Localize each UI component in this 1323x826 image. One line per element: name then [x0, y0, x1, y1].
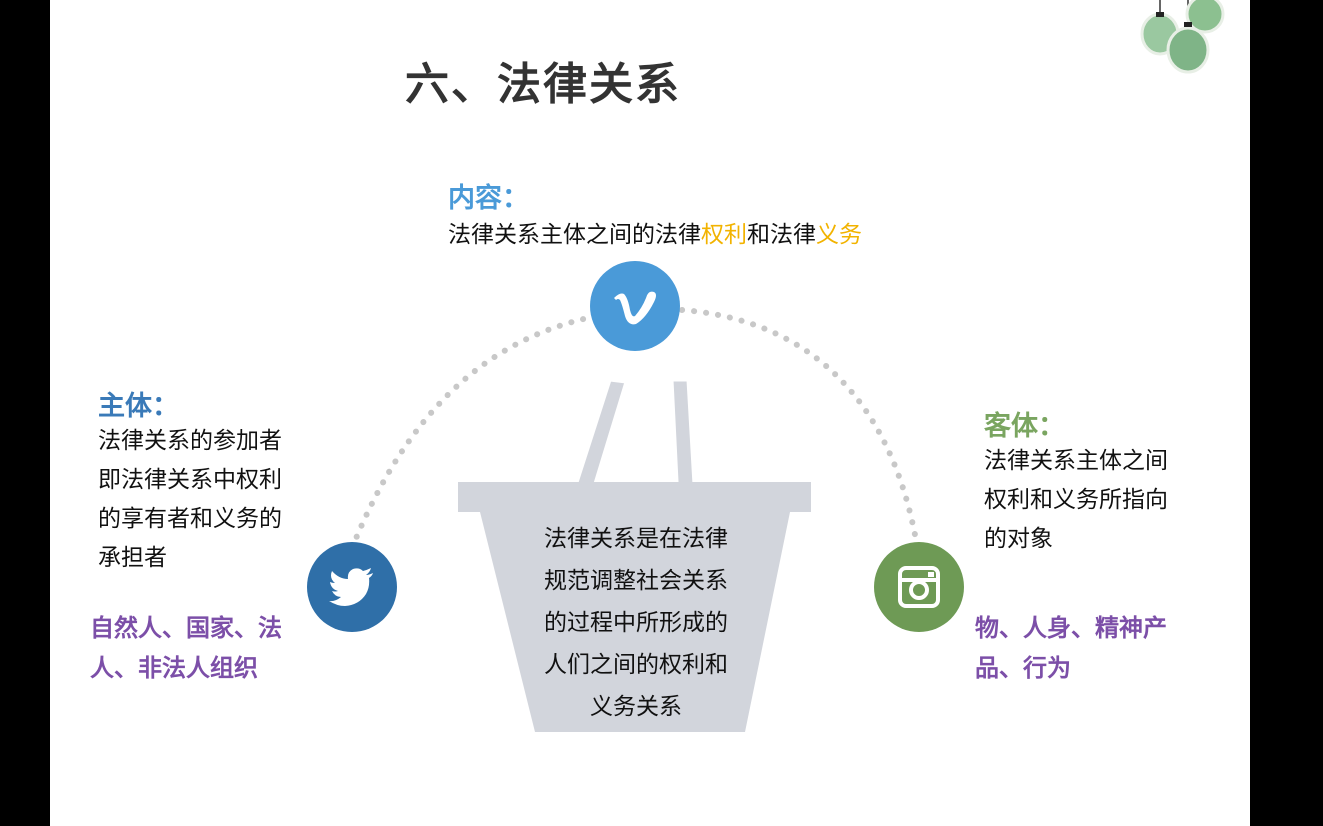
basket-definition: 法律关系是在法律 规范调整社会关系 的过程中所形成的 人们之间的权利和 义务关系	[520, 518, 752, 728]
basket-icon	[458, 378, 811, 732]
basket-line-3: 的过程中所形成的	[544, 610, 728, 636]
basket-line-2: 规范调整社会关系	[544, 568, 728, 594]
subject-line-2: 即法律关系中权利	[98, 467, 282, 493]
basket-line-4: 人们之间的权利和	[544, 652, 728, 678]
content-heading-text: 内容：	[448, 183, 529, 214]
subject-description: 法律关系的参加者 即法律关系中权利 的享有者和义务的 承担者	[98, 422, 338, 578]
slide: 六、法律关系 内容： 法律关系主体之间的法律权利和法律义务 主体： 法律关系的参…	[50, 0, 1250, 826]
highlight-rights: 权利	[701, 222, 747, 248]
twitter-bird-icon	[329, 568, 373, 606]
circle-content	[590, 261, 680, 351]
page-title: 六、法律关系	[405, 59, 681, 110]
object-description: 法律关系主体之间 权利和义务所指向 的对象	[984, 442, 1224, 559]
subject-example-line-1: 自然人、国家、法	[90, 614, 282, 642]
object-line-2: 权利和义务所指向	[984, 487, 1168, 513]
subject-heading: 主体：	[98, 391, 179, 422]
arc-right	[679, 307, 919, 543]
object-heading: 客体：	[984, 411, 1065, 442]
object-line-1: 法律关系主体之间	[984, 448, 1168, 474]
circle-subject	[307, 542, 397, 632]
basket-line-5: 义务关系	[590, 694, 682, 720]
content-text-before: 法律关系主体之间的法律	[448, 222, 701, 248]
content-heading: 内容：	[448, 176, 529, 215]
subject-example-line-2: 人、非法人组织	[90, 654, 258, 682]
instagram-camera-icon	[898, 566, 940, 608]
object-line-3: 的对象	[984, 526, 1053, 552]
object-example-line-1: 物、人身、精神产	[975, 614, 1167, 642]
subject-examples: 自然人、国家、法 人、非法人组织	[90, 608, 330, 688]
subject-line-1: 法律关系的参加者	[98, 428, 282, 454]
object-examples: 物、人身、精神产 品、行为	[975, 608, 1215, 688]
subject-line-4: 承担者	[98, 545, 167, 571]
content-description: 法律关系主体之间的法律权利和法律义务	[448, 216, 862, 255]
basket-line-1: 法律关系是在法律	[544, 526, 728, 552]
vimeo-icon	[614, 291, 656, 325]
object-example-line-2: 品、行为	[975, 654, 1071, 682]
subject-line-3: 的享有者和义务的	[98, 506, 282, 532]
highlight-obligations: 义务	[816, 222, 862, 248]
content-text-middle: 和法律	[747, 222, 816, 248]
lamp-icon	[1140, 0, 1225, 74]
circle-object	[874, 542, 964, 632]
